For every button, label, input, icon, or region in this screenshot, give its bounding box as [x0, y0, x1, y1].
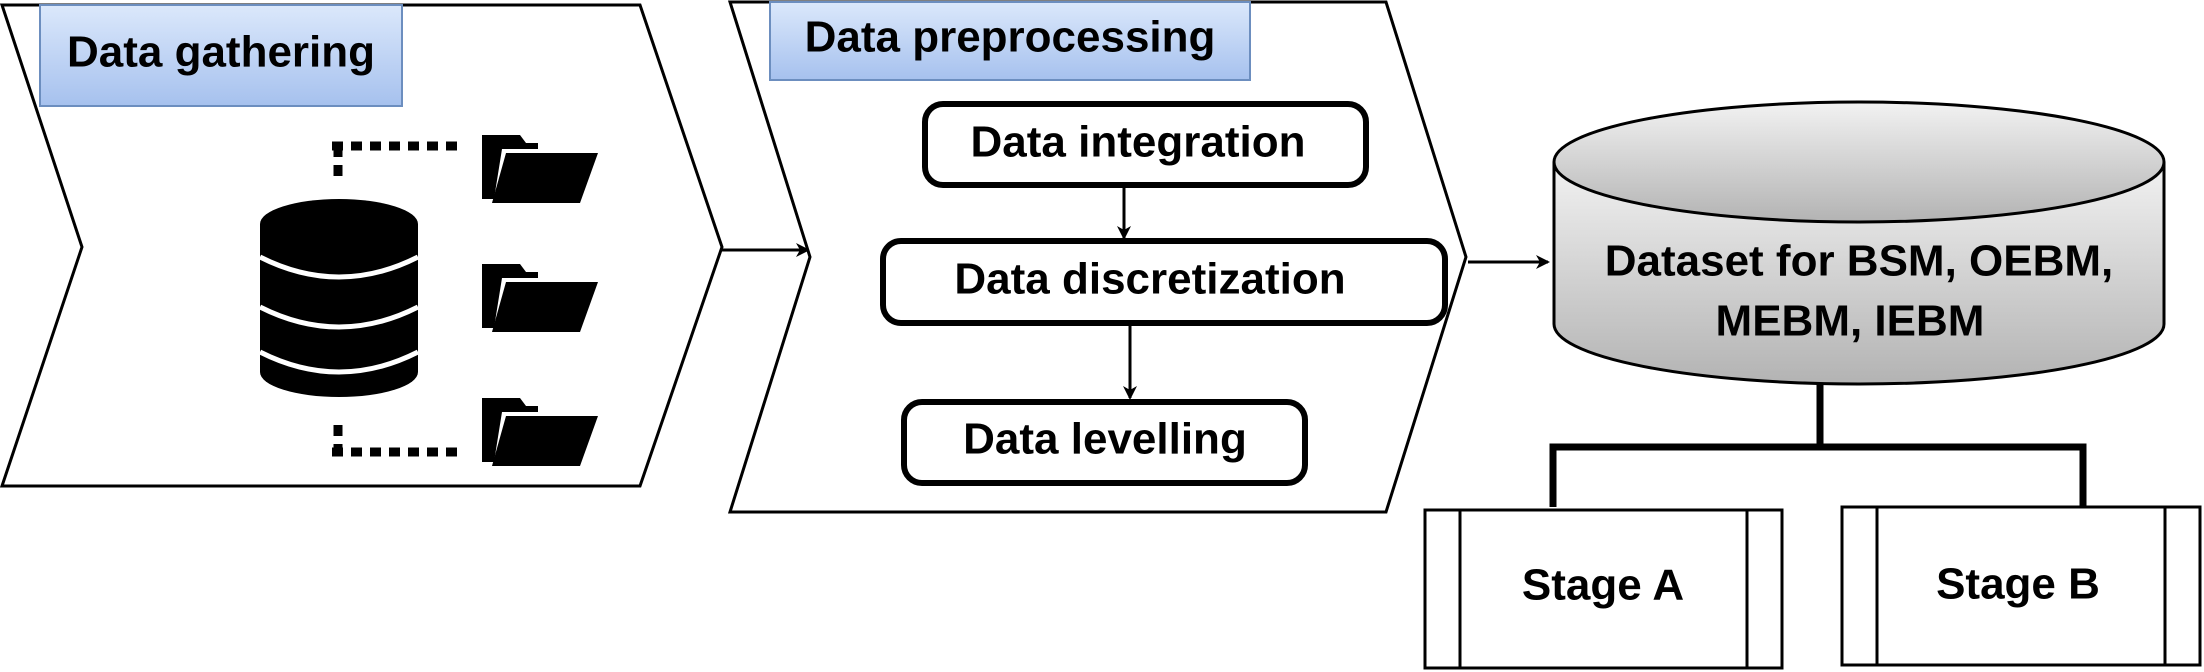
database-icon: [258, 199, 420, 397]
dataset-label-line2: MEBM, IEBM: [1716, 297, 1985, 346]
step-discretization: Data discretization: [954, 255, 1345, 304]
dataset-cylinder: Dataset for BSM, OEBM, MEBM, IEBM: [1552, 100, 2166, 386]
step-levelling: Data levelling: [963, 415, 1247, 464]
folder-icon: [482, 398, 598, 466]
folder-icon: [482, 135, 598, 203]
gathering-title-tag: [39, 4, 403, 107]
gathering-stage: Data gathering: [0, 3, 724, 488]
preprocessing-title: Data preprocessing: [805, 13, 1216, 62]
step-box-integration: [922, 101, 1369, 188]
stage-b-label: Stage B: [1936, 560, 2100, 609]
step-integration: Data integration: [971, 118, 1306, 167]
stage-a-label: Stage A: [1522, 561, 1684, 610]
folder-icon: [482, 264, 598, 332]
dotted-connector-top: [332, 141, 460, 178]
dataset-label-line1: Dataset for BSM, OEBM,: [1605, 237, 2114, 286]
stage-b-box: Stage B: [1840, 505, 2202, 667]
preprocessing-stage: Data preprocessing Data integration Data…: [727, 0, 1468, 514]
gathering-title: Data gathering: [67, 28, 375, 77]
step-box-levelling: [901, 399, 1308, 486]
preprocessing-title-tag: [769, 1, 1251, 81]
tree-connector: [1549, 384, 2087, 507]
step-box-discretization: [880, 238, 1448, 326]
dotted-connector-bottom: [332, 425, 460, 457]
stage-a-box: Stage A: [1423, 508, 1784, 670]
